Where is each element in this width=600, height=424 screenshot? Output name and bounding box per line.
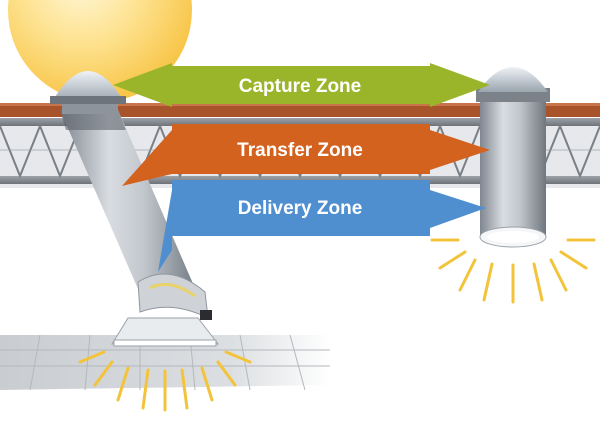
diffuser-icon — [111, 317, 220, 347]
delivery-zone-label: Delivery Zone — [238, 198, 363, 219]
light-ray-icon — [78, 350, 252, 412]
delivery-zone-arrow: Delivery Zone — [158, 180, 486, 272]
capture-zone-label: Capture Zone — [239, 76, 361, 97]
capture-zone-arrow: Capture Zone — [113, 63, 490, 107]
roof-deck — [0, 103, 600, 117]
light-ray-icon — [430, 238, 596, 304]
diffuser-icon — [479, 226, 547, 248]
transfer-zone-arrow: Transfer Zone — [122, 124, 490, 186]
dome-icon — [478, 67, 548, 92]
transfer-zone-label: Transfer Zone — [237, 140, 363, 161]
ceiling-grid — [0, 334, 330, 391]
vertical-light-tube — [476, 88, 550, 235]
dome-icon — [50, 71, 126, 104]
tube-elbow — [137, 273, 212, 320]
